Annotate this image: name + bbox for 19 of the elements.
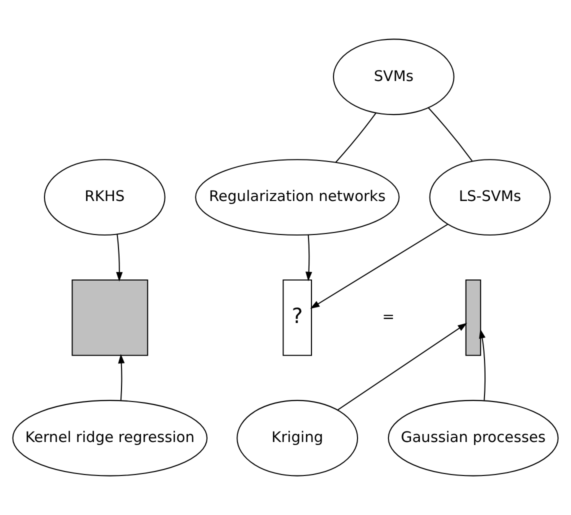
arrow xyxy=(116,234,123,282)
node-ellipse: RKHS xyxy=(44,159,166,236)
node-ellipse: Kriging xyxy=(236,400,358,476)
connector xyxy=(428,107,473,162)
arrow xyxy=(310,224,448,309)
label: = xyxy=(382,308,395,326)
node-ellipse: Regularization networks xyxy=(195,159,400,236)
connector xyxy=(335,112,376,163)
arrow xyxy=(337,322,468,410)
arrow xyxy=(479,328,486,400)
node-ellipse: LS-SVMs xyxy=(429,159,551,236)
node-box xyxy=(72,279,148,356)
node-box: ? xyxy=(282,279,312,356)
node-ellipse: Gaussian processes xyxy=(388,400,559,476)
arrow xyxy=(306,234,312,282)
arrow xyxy=(118,354,125,400)
node-box xyxy=(465,279,482,356)
node-ellipse: Kernel ridge regression xyxy=(12,400,208,476)
node-ellipse: SVMs xyxy=(332,38,454,116)
